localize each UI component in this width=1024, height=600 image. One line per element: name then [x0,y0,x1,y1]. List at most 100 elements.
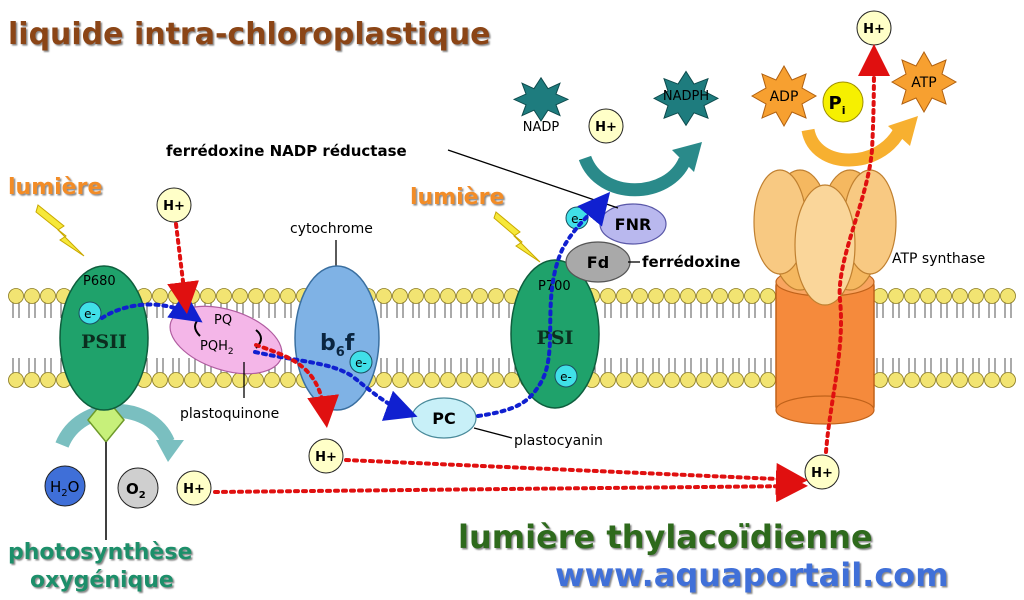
lipid-head [24,288,40,304]
lipid-head [8,372,24,388]
lipid-head [408,372,424,388]
lipid-head [760,288,776,304]
lipid-head [728,372,744,388]
lipid-head [744,288,760,304]
lipid-head [424,288,440,304]
lipid-head [376,372,392,388]
ferredoxin-label: ferrédoxine [642,253,740,271]
electron-cytochrome: e- [349,350,373,374]
nadp-reduction-arrowhead [672,142,702,172]
photosynthesis-line1: photosynthèse [8,540,192,565]
p700-label: P700 [538,279,571,294]
svg-text:e-: e- [560,370,572,384]
lipid-head [904,288,920,304]
lipid-head [280,288,296,304]
lipid-head [504,372,520,388]
lipid-head [488,288,504,304]
lipid-head [664,372,680,388]
psi-label: PSI [537,327,574,349]
svg-text:e-: e- [355,356,367,370]
lightning-bolt-icon-left [35,204,85,257]
lipid-head [456,372,472,388]
lipid-head [168,372,184,388]
lipid-head [888,372,904,388]
lipid-head [952,372,968,388]
nadp-molecule: NADP [512,76,570,135]
water-splitting-arrowhead [156,440,184,462]
lipid-head [984,372,1000,388]
proton-atp-top: H+ [856,10,892,46]
light-label-left: lumière [8,175,102,200]
lipid-head [264,288,280,304]
atp-synthesis-arrowhead [888,116,918,146]
lipid-head [968,372,984,388]
fd-label: Fd [587,253,609,272]
lipid-head [920,372,936,388]
lipid-head [696,372,712,388]
svg-text:ATP: ATP [911,75,936,91]
svg-text:H+: H+ [595,120,617,135]
svg-text:ADP: ADP [770,89,799,105]
proton-water: H+ [176,470,212,506]
lipid-head [280,372,296,388]
svg-text:H+: H+ [183,482,205,497]
lipid-head [376,288,392,304]
nadp-reduction-arrow [578,155,691,197]
lipid-head [264,372,280,388]
proton-transport-path [167,44,890,503]
atp-synthase [753,169,897,425]
electron-psii: e- [78,301,102,325]
lipid-head [472,372,488,388]
p680-label: P680 [83,274,116,289]
lipid-head [600,288,616,304]
lipid-head [712,372,728,388]
lipid-head [456,288,472,304]
lipid-head [936,288,952,304]
plastoquinone-label: plastoquinone [180,406,279,422]
atp-synthase-label: ATP synthase [892,251,985,267]
b6f-label: b6f [320,331,355,360]
lipid-head [424,372,440,388]
lipid-head [680,372,696,388]
lipid-head [232,288,248,304]
lipid-head [488,372,504,388]
lipid-head [248,288,264,304]
plastoquinone-pool: PQ PQH2 [169,305,283,375]
lipid-head [744,372,760,388]
lipid-head [712,288,728,304]
phosphate-molecule: Pi [822,81,864,123]
lumen-title: lumière thylacoïdienne [458,518,873,556]
fnr-full-label: ferrédoxine NADP réductase [166,142,407,160]
lipid-head [648,372,664,388]
proton-nadp: H+ [588,108,624,144]
svg-text:H2O: H2O [50,478,79,499]
proton-cytochrome-lumen: H+ [308,438,344,474]
svg-text:H+: H+ [811,466,833,481]
ferredoxin: Fd [565,241,631,283]
lipid-head [216,372,232,388]
lipid-head [664,288,680,304]
lipid-head [696,288,712,304]
lipid-head [472,288,488,304]
lipid-head [920,288,936,304]
svg-text:NADP: NADP [523,120,560,135]
svg-text:Pi: Pi [829,93,846,117]
lipid-head [8,288,24,304]
lipid-head [152,288,168,304]
photosynthesis-line2: oxygénique [30,568,174,593]
photosystem-i: P700 PSI e- [510,259,600,409]
cytochrome-label: cytochrome [290,221,373,237]
lightning-bolt-icon-right [493,211,541,263]
lipid-head [408,288,424,304]
electron-psi: e- [554,364,578,388]
pqh2-label: PQH2 [200,339,234,357]
lipid-head [200,288,216,304]
lipid-head [232,372,248,388]
svg-text:e-: e- [84,307,96,321]
lipid-head [392,288,408,304]
lipid-head [616,372,632,388]
svg-text:O2: O2 [126,480,146,501]
psii-label: PSII [81,331,127,353]
fnr-label: FNR [615,215,652,234]
